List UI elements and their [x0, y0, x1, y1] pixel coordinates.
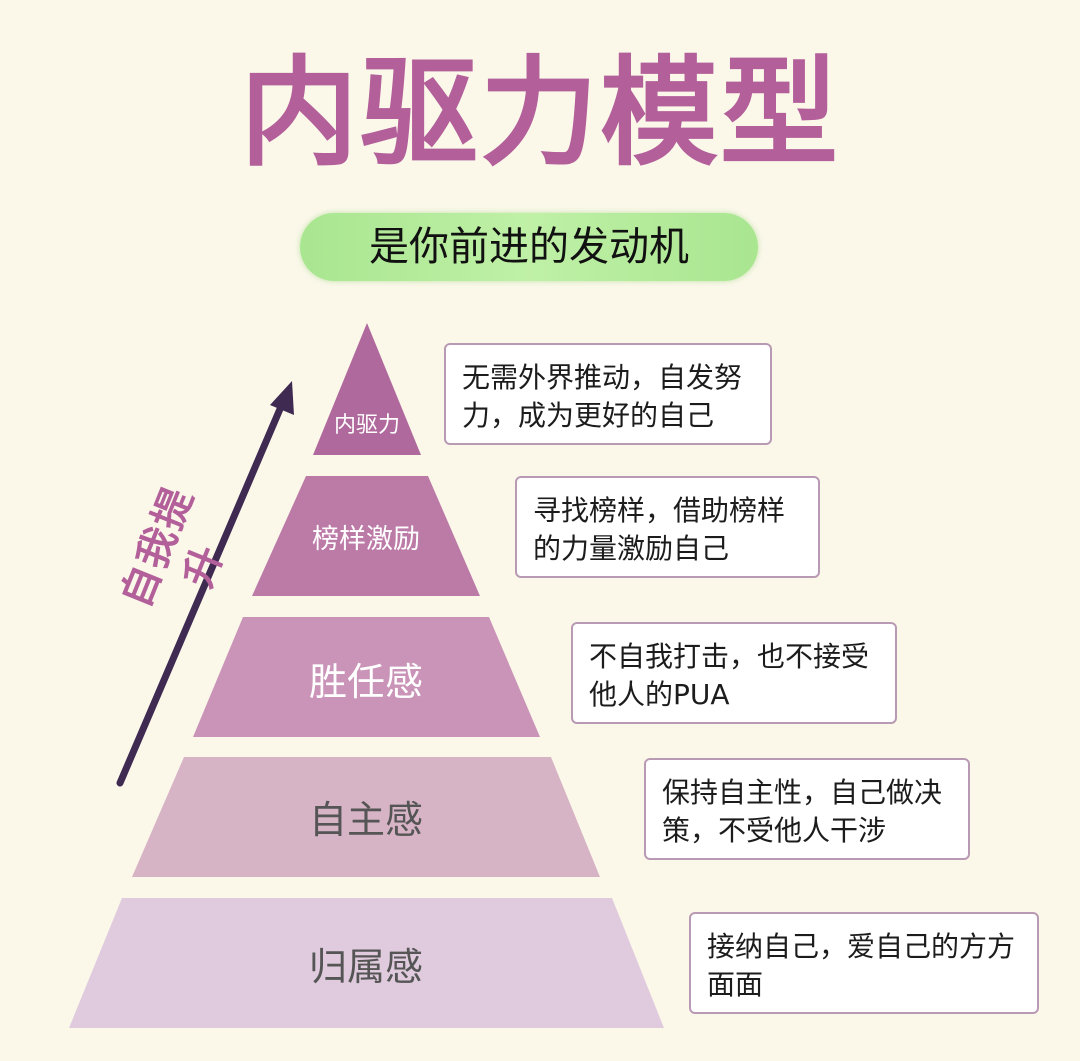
tier-2-label: 榜样激励 [312, 524, 420, 555]
description-box-2: 寻找榜样，借助榜样的力量激励自己 [515, 476, 820, 578]
tier-3-label: 胜任感 [309, 660, 423, 704]
description-box-4: 保持自主性，自己做决策，不受他人干涉 [644, 758, 970, 860]
description-box-3: 不自我打击，也不接受他人的PUA [571, 622, 897, 724]
description-box-1: 无需外界推动，自发努力，成为更好的自己 [444, 343, 772, 445]
pyramid-tier-3 [193, 617, 540, 737]
tier-5-label: 归属感 [309, 945, 423, 989]
arrow-shaft [116, 398, 287, 787]
pyramid-tier-2 [252, 476, 480, 596]
subtitle-pill: 是你前进的发动机 [300, 213, 758, 281]
tier-1-label: 内驱力 [334, 413, 400, 438]
pyramid-tier-5 [69, 898, 664, 1028]
description-box-5: 接纳自己，爱自己的方方面面 [689, 912, 1039, 1014]
tier-4-label: 自主感 [309, 798, 423, 842]
page-title: 内驱力模型 [239, 44, 840, 182]
pyramid-tier-4 [132, 757, 600, 877]
arrow-head-icon [270, 381, 294, 415]
pyramid-tier-1 [313, 323, 421, 455]
